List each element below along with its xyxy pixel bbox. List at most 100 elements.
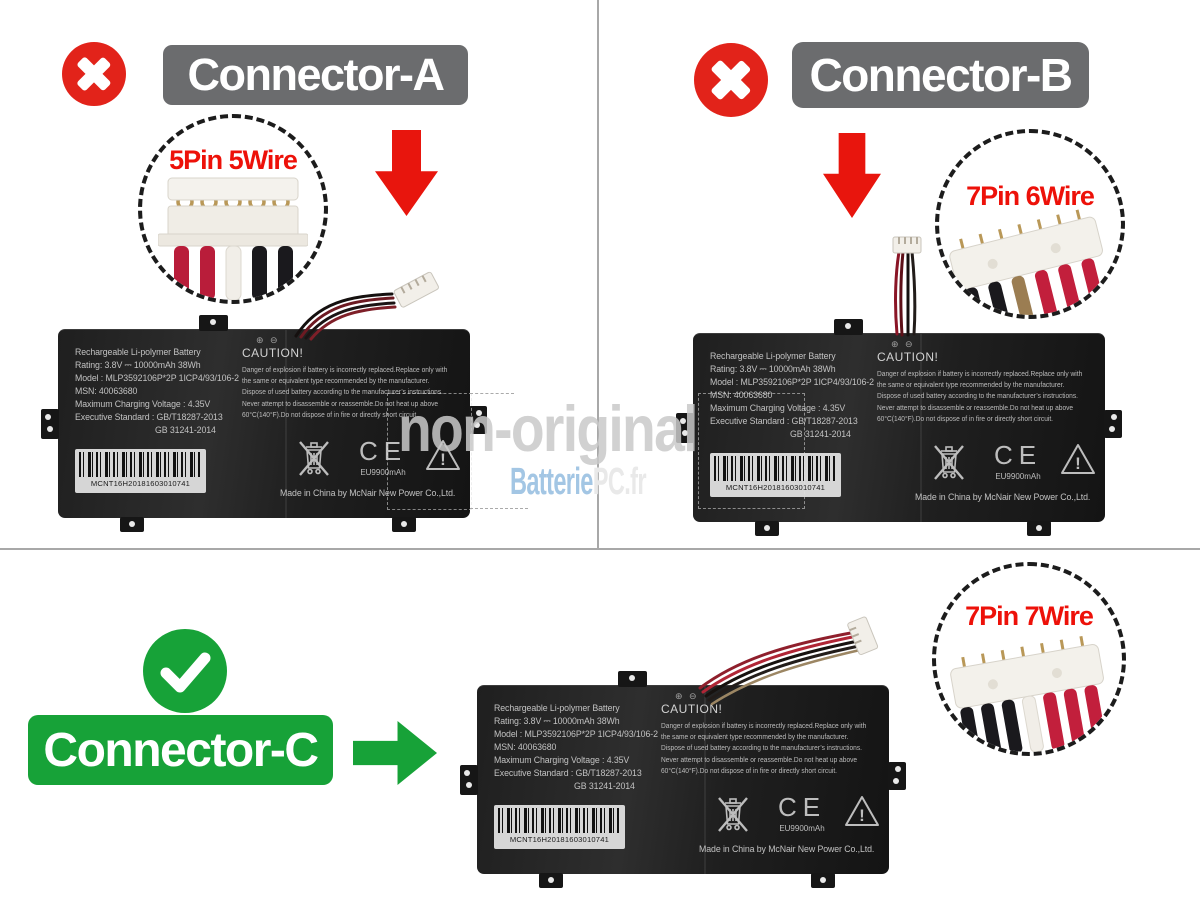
- horizontal-divider: [0, 548, 1200, 550]
- connector-b-photo-circle: 7Pin 6Wire: [935, 129, 1125, 319]
- screw-hole: [1109, 426, 1115, 432]
- barcode: MCNT16H20181603010741: [710, 453, 841, 497]
- barcode-bars: [714, 456, 837, 481]
- mounting-tab: [460, 765, 478, 795]
- ce-mark-group: CE EU9900mAh: [987, 440, 1049, 481]
- warning-triangle-icon: !: [845, 796, 879, 826]
- eu-capacity-note: EU9900mAh: [779, 824, 825, 833]
- caution-line: the same or equivalent type recommended …: [661, 732, 849, 742]
- warning-triangle-icon: !: [426, 440, 460, 470]
- battery-spec-block: Rechargeable Li-polymer Battery Rating: …: [710, 350, 875, 441]
- ce-mark-group: CE EU9900mAh: [771, 792, 833, 833]
- highlight-region-a: [387, 393, 472, 510]
- screw-hole: [129, 521, 135, 527]
- ce-mark: CE: [358, 436, 408, 466]
- mounting-tab: [469, 406, 487, 434]
- caution-line: Never attempt to disassemble or reassemb…: [877, 402, 1074, 412]
- mounting-tab: [888, 762, 906, 790]
- screw-hole: [893, 778, 899, 784]
- battery-caution-block: CAUTION! Danger of explosion if battery …: [661, 702, 885, 776]
- caution-line: Dispose of used battery according to the…: [877, 391, 1078, 401]
- battery-model: Model : MLP3592106P*2P 1ICP4/93/106-2: [494, 729, 658, 739]
- mounting-tab: [120, 517, 144, 532]
- screw-hole: [476, 410, 482, 416]
- screw-hole: [1036, 525, 1042, 531]
- battery-standard-2: GB 31241-2014: [574, 781, 635, 791]
- caution-title: CAUTION!: [661, 702, 723, 716]
- barcode-bars: [498, 808, 621, 833]
- screw-hole: [629, 675, 635, 681]
- reject-x-icon: [694, 43, 768, 117]
- mounting-tab: [676, 413, 694, 443]
- certification-icons: CE EU9900mAh !: [661, 792, 885, 844]
- certification-icons: CE EU9900mAh !: [242, 436, 466, 488]
- battery-spec-block: Rechargeable Li-polymer Battery Rating: …: [75, 346, 240, 437]
- caution-line: Dispose of used battery according to the…: [661, 743, 862, 753]
- screw-hole: [47, 426, 53, 432]
- battery-cell-seam: [919, 334, 922, 522]
- mounting-tab: [1104, 410, 1122, 438]
- warning-triangle-icon: !: [1061, 444, 1095, 474]
- battery-max-voltage: Maximum Charging Voltage : 4.35V: [494, 755, 630, 765]
- screw-hole: [764, 525, 770, 531]
- barcode: MCNT16H20181603010741: [75, 449, 206, 493]
- polarity-marks: ⊕ ⊖: [891, 339, 915, 349]
- weee-bin-icon: [718, 797, 748, 832]
- barcode-bars: [79, 452, 202, 477]
- screw-hole: [845, 323, 851, 329]
- approve-check-icon: [143, 629, 227, 713]
- battery-pack-photo: ⊕ ⊖ Rechargeable Li-polymer Battery Rati…: [460, 671, 906, 888]
- made-in-text: Made in China by McNair New Power Co.,Lt…: [280, 488, 456, 498]
- battery-standard-2: GB 31241-2014: [155, 425, 216, 435]
- battery-caution-block: CAUTION! Danger of explosion if battery …: [242, 346, 466, 420]
- caution-title: CAUTION!: [242, 346, 304, 360]
- battery-rating: Rating: 3.8V ⎓ 10000mAh 38Wh: [75, 360, 201, 370]
- made-in-text: Made in China by McNair New Power Co.,Lt…: [915, 492, 1091, 502]
- battery-title: Rechargeable Li-polymer Battery: [75, 347, 201, 357]
- battery-c-plug: [847, 616, 879, 656]
- battery-standard: Executive Standard : GB/T18287-2013: [75, 412, 223, 422]
- screw-hole: [401, 521, 407, 527]
- svg-text:!: !: [859, 806, 865, 825]
- screw-hole: [1111, 414, 1117, 420]
- battery-standard: Executive Standard : GB/T18287-2013: [710, 416, 858, 426]
- screw-hole: [45, 414, 51, 420]
- screw-hole: [474, 422, 480, 428]
- ce-mark: CE: [777, 792, 827, 822]
- caution-line: the same or equivalent type recommended …: [877, 380, 1065, 390]
- battery-msn: MSN: 40063680: [494, 742, 557, 752]
- caution-line: Danger of explosion if battery is incorr…: [661, 721, 867, 730]
- battery-model: Model : MLP3592106P*2P 1ICP4/93/106-2: [75, 373, 239, 383]
- 5pin-connector-photo: [158, 177, 308, 300]
- battery-standard-2: GB 31241-2014: [790, 429, 851, 439]
- ce-mark-group: CE EU9900mAh: [352, 436, 414, 477]
- caution-line: 60°C(140°F).Do not dispose of in fire or…: [877, 413, 1054, 423]
- mounting-tab: [392, 517, 416, 532]
- battery-rating: Rating: 3.8V ⎓ 10000mAh 38Wh: [710, 364, 836, 374]
- connector-b-pin-label: 7Pin 6Wire: [966, 181, 1095, 211]
- battery-caution-block: CAUTION! Danger of explosion if battery …: [877, 350, 1101, 424]
- connector-a-plate: Connector-A: [163, 45, 468, 105]
- caution-line: Danger of explosion if battery is incorr…: [242, 365, 448, 374]
- svg-text:!: !: [1075, 454, 1081, 473]
- caution-line: Danger of explosion if battery is incorr…: [877, 369, 1083, 378]
- caution-line: Dispose of used battery according to the…: [242, 387, 443, 397]
- barcode: MCNT16H20181603010741: [494, 805, 625, 849]
- reject-x-icon: [62, 42, 126, 106]
- watermark-site-name-1: Batterie: [510, 461, 593, 503]
- connector-a-pin-label: 5Pin 5Wire: [169, 145, 298, 175]
- 7pin-7wire-connector-photo: [950, 636, 1105, 752]
- eu-capacity-note: EU9900mAh: [360, 468, 406, 477]
- screw-hole: [210, 319, 216, 325]
- battery-model: Model : MLP3592106P*2P 1ICP4/93/106-2: [710, 377, 874, 387]
- screw-hole: [466, 782, 472, 788]
- screw-hole: [682, 430, 688, 436]
- mounting-tab: [811, 873, 835, 888]
- battery-title: Rechargeable Li-polymer Battery: [710, 351, 836, 361]
- vertical-divider: [597, 0, 599, 549]
- screw-hole: [820, 877, 826, 883]
- polarity-marks: ⊕ ⊖: [675, 691, 699, 701]
- highlight-dash: [470, 393, 514, 394]
- mounting-tab: [755, 521, 779, 536]
